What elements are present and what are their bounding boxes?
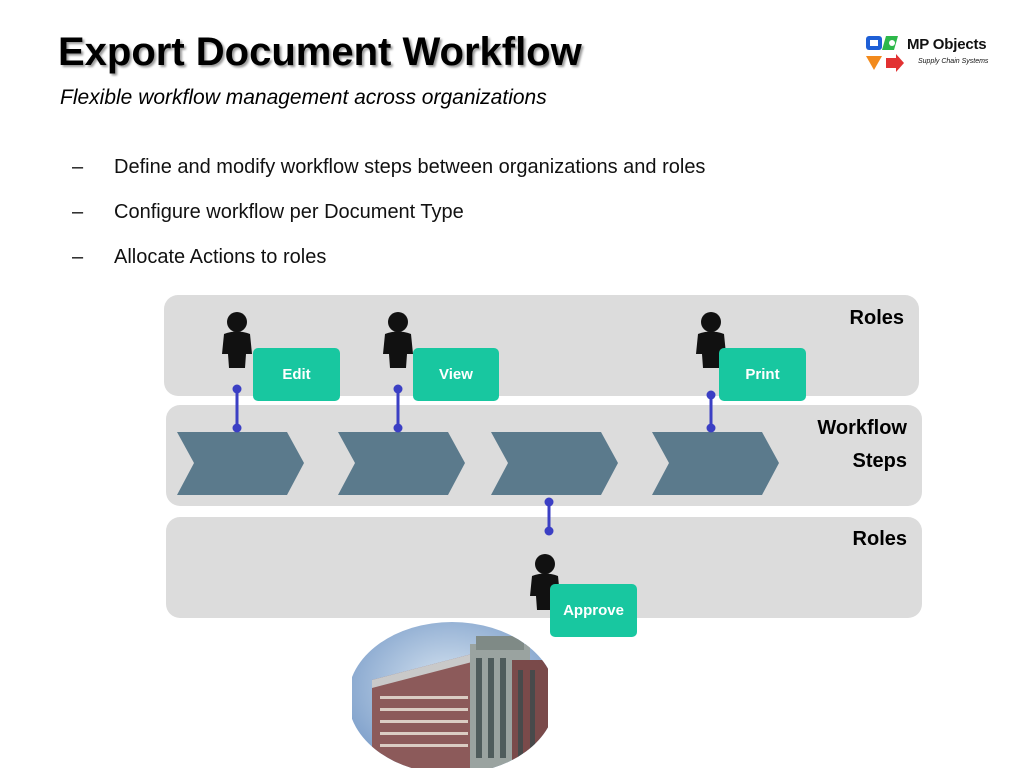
connector (232, 384, 242, 433)
page-title: Export Document Workflow (58, 30, 582, 74)
workflow-steps-label-line2: Steps (852, 450, 907, 472)
print-action-box: Print (719, 348, 806, 401)
workflow-step-chevron (491, 432, 618, 495)
logo-tagline: Supply Chain Systems (918, 58, 989, 65)
connector (393, 384, 403, 433)
bullet-text: Configure workflow per Document Type (114, 201, 464, 223)
connector (706, 390, 716, 433)
mp-objects-logo (864, 32, 1009, 76)
roles-band-bottom-label: Roles (852, 528, 907, 550)
logo-name: MP Objects (907, 36, 987, 53)
bullet-marker: – (72, 156, 84, 178)
edit-action-box: Edit (253, 348, 340, 401)
bullet-marker: – (72, 201, 84, 223)
bullet-text: Define and modify workflow steps between… (114, 156, 706, 178)
view-action-box: View (413, 348, 499, 401)
bullet-text: Allocate Actions to roles (114, 246, 327, 268)
workflow-steps-label-line1: Workflow (817, 417, 907, 439)
person-icon (383, 312, 413, 368)
bullet-marker: – (72, 246, 84, 268)
page-subtitle: Flexible workflow management across orga… (60, 86, 547, 109)
person-icon (222, 312, 252, 368)
mp-objects-logo-icon (866, 36, 904, 72)
workflow-step-chevron (652, 432, 779, 495)
connector (544, 497, 554, 536)
approve-action-box: Approve (550, 584, 637, 637)
workflow-step-chevron (338, 432, 465, 495)
roles-band-top-label: Roles (849, 307, 904, 329)
workflow-step-chevron (177, 432, 304, 495)
building-photo (352, 620, 548, 768)
